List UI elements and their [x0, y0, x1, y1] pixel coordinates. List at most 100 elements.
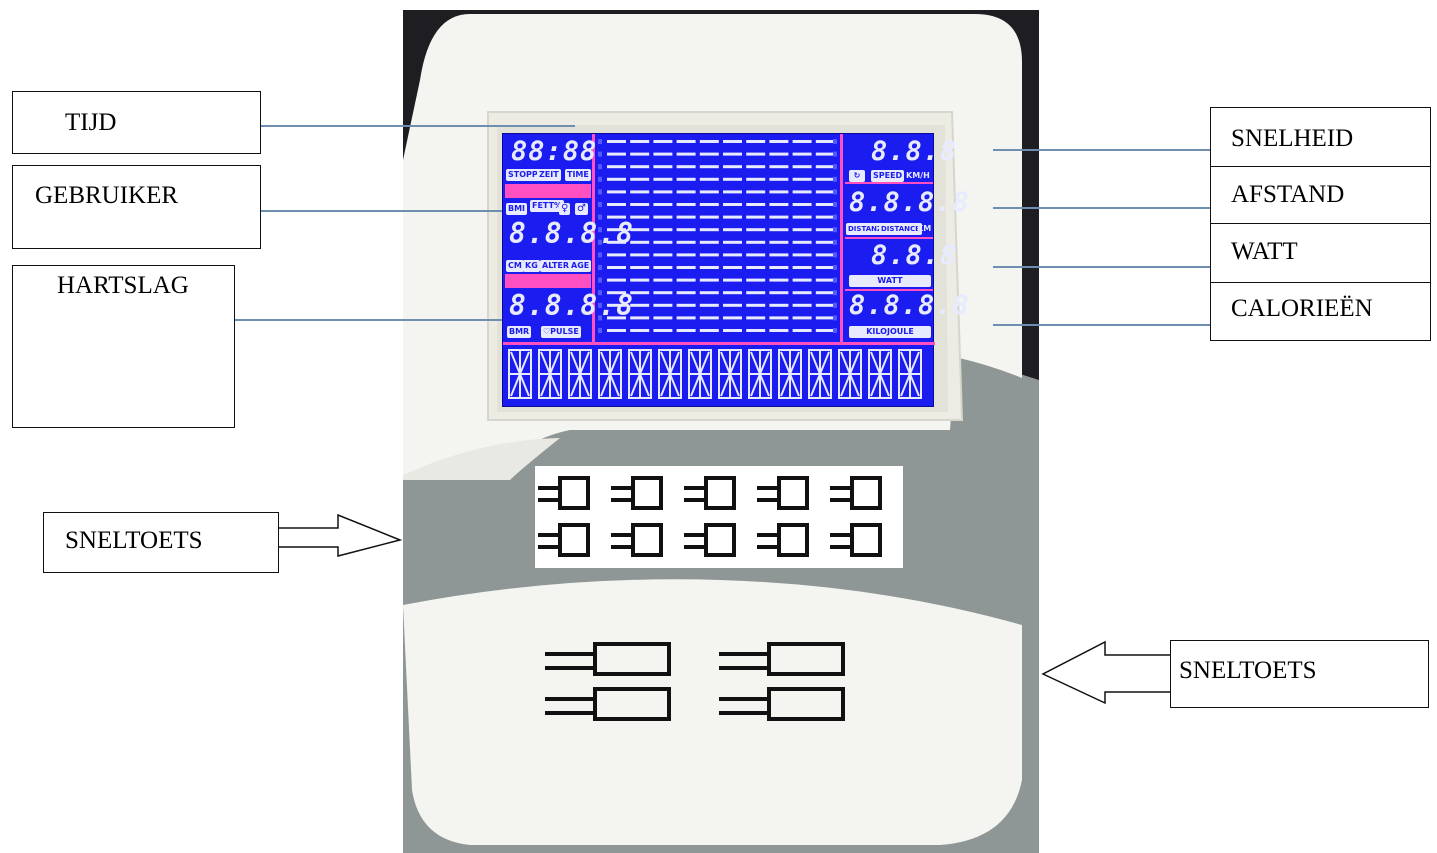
matrix-bar: [630, 266, 650, 269]
matrix-tick-right: [833, 176, 837, 182]
connector-lines: [234, 125, 1212, 326]
matrix-bar: [723, 303, 742, 307]
character-matrix: [508, 349, 922, 399]
matrix-bar: [746, 140, 766, 143]
callout-afstand: AFSTAND: [1210, 166, 1431, 224]
matrix-bar: [607, 316, 626, 320]
callout-calorieen: CALORIEËN: [1210, 282, 1431, 341]
quick-key-button[interactable]: [757, 476, 809, 510]
matrix-bar: [653, 177, 673, 181]
quick-key-button[interactable]: [830, 476, 882, 510]
matrix-bar: [676, 253, 696, 257]
matrix-bar: [676, 291, 696, 295]
matrix-tick-left: [598, 139, 602, 144]
lcd-graphics: [503, 134, 935, 399]
callout-gebruiker-label: GEBRUIKER: [35, 182, 179, 209]
quick-key-button[interactable]: [684, 523, 736, 557]
watt-digits: 8.8.8: [871, 240, 958, 271]
matrix-char: [568, 349, 592, 399]
matrix-bar: [746, 152, 766, 156]
matrix-bar: [769, 329, 789, 332]
matrix-char: [658, 349, 682, 399]
matrix-bar: [607, 190, 626, 194]
matrix-bar: [699, 253, 719, 257]
matrix-tick-left: [598, 189, 602, 195]
matrix-bar: [653, 291, 673, 295]
matrix-bar: [815, 316, 835, 320]
matrix-bar: [699, 291, 719, 295]
matrix-bar: [723, 253, 742, 257]
matrix-bar: [723, 203, 742, 206]
matrix-tick-left: [598, 302, 602, 308]
matrix-char: [868, 349, 892, 399]
callout-sneltoets-right: SNELTOETS: [1170, 640, 1429, 708]
quick-key-panel: [535, 466, 903, 568]
quick-key-button[interactable]: [538, 523, 590, 557]
matrix-bar: [723, 215, 742, 219]
matrix-bar: [653, 165, 673, 169]
matrix-bar: [769, 152, 789, 156]
quick-key-large[interactable]: [719, 642, 845, 676]
callout-afstand-label: AFSTAND: [1231, 181, 1345, 208]
label-age: AGE: [569, 260, 592, 272]
matrix-bar: [769, 278, 789, 282]
label-time: TIME: [565, 169, 591, 181]
matrix-bar: [792, 228, 812, 232]
matrix-bar: [607, 228, 626, 232]
matrix-bar: [792, 152, 812, 156]
matrix-bar: [792, 177, 812, 181]
matrix-bar: [630, 278, 650, 282]
matrix-bar: [653, 266, 673, 269]
matrix-bar: [676, 152, 696, 156]
quick-key-large[interactable]: [545, 642, 671, 676]
matrix-char: [598, 349, 622, 399]
callout-sneltoets-left-label: SNELTOETS: [65, 527, 203, 554]
matrix-bar: [653, 203, 673, 206]
matrix-bar: [607, 303, 626, 307]
quick-key-button[interactable]: [538, 476, 590, 510]
quick-key-row-bottom: [538, 523, 882, 557]
matrix-bar: [792, 203, 812, 206]
matrix-tick-right: [833, 164, 837, 170]
matrix-tick-right: [833, 202, 837, 207]
matrix-bar: [769, 190, 789, 194]
matrix-bar: [676, 177, 696, 181]
matrix-tick-right: [833, 328, 837, 333]
matrix-bar: [769, 240, 789, 244]
quick-key-large[interactable]: [545, 687, 671, 721]
matrix-bar: [630, 228, 650, 232]
quick-key-button[interactable]: [757, 523, 809, 557]
label-pulse: ♡PULSE: [541, 326, 581, 338]
callout-watt: WATT: [1210, 223, 1431, 283]
callout-snelheid-label: SNELHEID: [1231, 125, 1354, 152]
matrix-tick-right: [833, 151, 837, 157]
time-digits: 88:88: [511, 136, 598, 167]
quick-key-button[interactable]: [611, 476, 663, 510]
label-bmr: BMR: [507, 326, 532, 338]
matrix-tick-left: [598, 277, 602, 283]
matrix-bar: [723, 190, 742, 194]
quick-key-button[interactable]: [830, 523, 882, 557]
matrix-tick-left: [598, 164, 602, 170]
male-icon: ♂: [575, 203, 588, 215]
matrix-bar: [630, 215, 650, 219]
matrix-bar: [723, 266, 742, 269]
matrix-bar: [792, 165, 812, 169]
matrix-bar: [792, 329, 812, 332]
quick-key-large[interactable]: [719, 687, 845, 721]
matrix-bar: [607, 253, 626, 257]
matrix-bar: [676, 303, 696, 307]
matrix-bar: [699, 278, 719, 282]
kilojoule-digits: 8.8.8.8: [849, 290, 970, 321]
matrix-bar: [630, 291, 650, 295]
matrix-bar: [792, 316, 812, 320]
matrix-tick-left: [598, 202, 602, 207]
matrix-tick-left: [598, 151, 602, 157]
matrix-bar: [815, 165, 835, 169]
quick-key-button[interactable]: [684, 476, 736, 510]
matrix-bar: [607, 140, 626, 143]
rotation-icon: ↻: [849, 170, 865, 182]
matrix-bar: [769, 303, 789, 307]
quick-key-button[interactable]: [611, 523, 663, 557]
matrix-bar: [723, 140, 742, 143]
